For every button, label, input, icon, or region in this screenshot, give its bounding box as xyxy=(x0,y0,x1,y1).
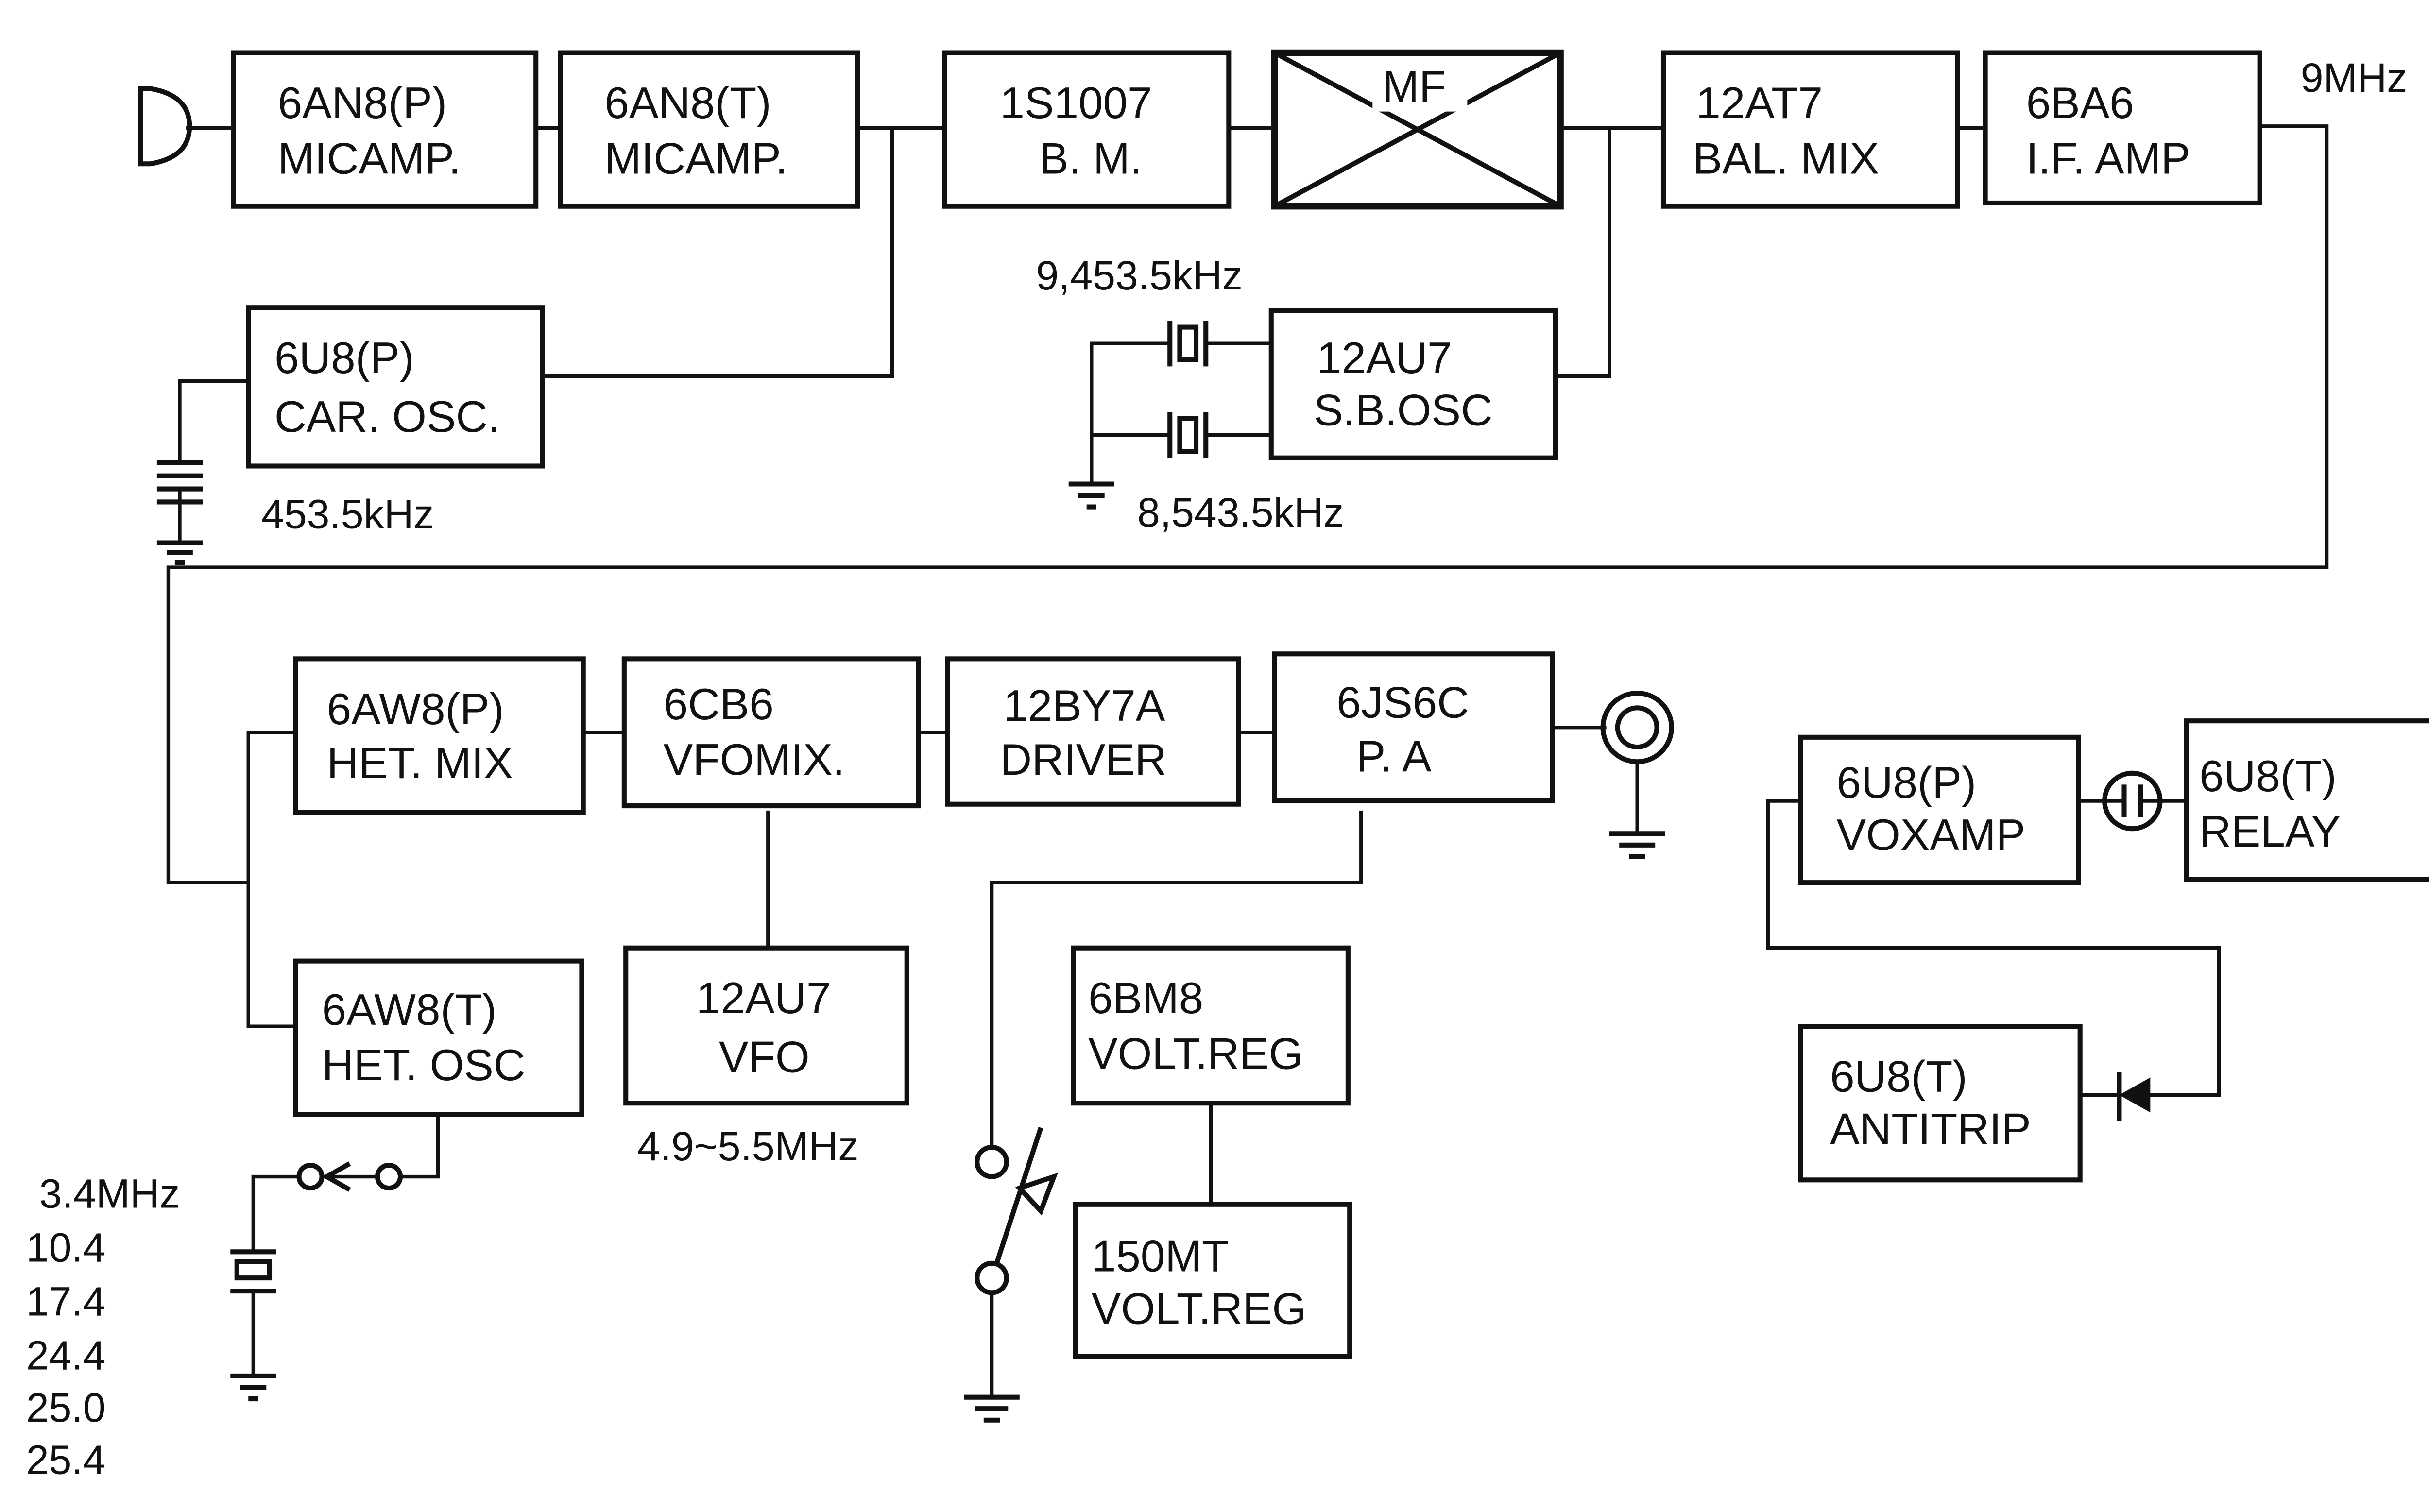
block-label-line2: P. A xyxy=(1356,732,1432,781)
block-label-line1: 6CB6 xyxy=(664,680,774,729)
het-crystal-freq: 24.4 xyxy=(26,1332,106,1378)
block-het-osc: 6AW8(T) HET. OSC xyxy=(293,958,584,1117)
ground-icon xyxy=(156,540,203,565)
microphone-icon xyxy=(138,86,192,167)
block-label-line2: VFOMIX. xyxy=(664,735,845,784)
block-antitrip: 6U8(T) ANTITRIP xyxy=(1798,1024,2083,1183)
block-balanced-mixer: 12AT7 BAL. MIX xyxy=(1660,50,1960,209)
block-if-amp: 6BA6 I.F. AMP xyxy=(1983,50,2262,206)
wire-sbosc-to-balmix xyxy=(1554,126,1611,378)
block-power-amp: 6JS6C P. A xyxy=(1272,651,1555,804)
block-label-line2: VOLT.REG xyxy=(1092,1284,1306,1333)
block-label-line2: MICAMP. xyxy=(278,134,461,183)
wire-vox-loop xyxy=(1766,799,2221,1097)
block-label-line1: 12BY7A xyxy=(1003,681,1165,731)
block-mic-amp-t: 6AN8(T) MICAMP. xyxy=(558,50,860,209)
block-mechanical-filter: MF xyxy=(1271,49,1564,210)
block-label-line1: 6AW8(T) xyxy=(322,985,497,1035)
block-label-line1: 6U8(P) xyxy=(274,334,414,383)
het-crystal-frequency-list: 3.4MHz 10.4 17.4 24.4 25.0 25.4 xyxy=(26,1171,180,1482)
vfo-range-label: 4.9~5.5MHz xyxy=(637,1123,859,1169)
crystal-icon xyxy=(1162,321,1224,367)
block-label-line1: 6AN8(T) xyxy=(604,79,771,128)
block-relay: 6U8(T) RELAY xyxy=(2184,718,2429,882)
block-label-line2: DRIVER xyxy=(1000,735,1166,784)
ground-icon xyxy=(230,1373,276,1402)
ground-icon xyxy=(1609,831,1665,859)
block-label-line1: 6AN8(P) xyxy=(278,79,447,128)
block-label-line2: I.F. AMP xyxy=(2026,134,2190,183)
block-driver: 12BY7A DRIVER xyxy=(945,656,1241,807)
block-label-line2: RELAY xyxy=(2199,807,2341,856)
block-label-line2: BAL. MIX xyxy=(1693,134,1880,183)
block-label-line2: HET. MIX xyxy=(327,739,513,788)
wire-if-output xyxy=(166,124,2329,884)
block-label-line1: 12AU7 xyxy=(1317,334,1452,383)
block-vfo: 12AU7 VFO xyxy=(623,945,909,1106)
wire-carosc-to-bm xyxy=(540,126,894,378)
het-crystal-freq: 3.4MHz xyxy=(39,1171,180,1216)
block-mic-amp-p: 6AN8(P) MICAMP. xyxy=(231,50,539,209)
wires xyxy=(166,124,2329,1399)
block-label-line1: 1S1007 xyxy=(1000,79,1152,128)
ground-icon xyxy=(964,1394,1020,1423)
block-label-line1: 12AU7 xyxy=(696,974,831,1023)
block-carrier-osc: 6U8(P) CAR. OSC. xyxy=(246,305,545,469)
block-label-line2: ANTITRIP xyxy=(1830,1104,2031,1154)
het-crystal-freq: 10.4 xyxy=(26,1224,106,1270)
block-balanced-modulator: 1S1007 B. M. xyxy=(942,50,1232,209)
crystal-icon xyxy=(156,460,203,505)
wire-switch-crystal xyxy=(251,1174,299,1254)
block-volt-reg-1: 6BM8 VOLT.REG xyxy=(1071,945,1351,1106)
block-label-line1: 6BA6 xyxy=(2026,79,2134,128)
block-label-line2: CAR. OSC. xyxy=(274,392,500,442)
capacitor-icon xyxy=(2102,770,2163,832)
block-label-line1: 6BM8 xyxy=(1088,974,1203,1023)
block-label-line2: S.B.OSC xyxy=(1314,386,1492,435)
block-sideband-osc: 12AU7 S.B.OSC xyxy=(1268,308,1558,460)
block-label-line1: 6JS6C xyxy=(1336,678,1469,727)
block-label-line2: HET. OSC xyxy=(322,1041,526,1090)
wire-hetosc-switch xyxy=(400,1113,440,1179)
block-label-line2: VOXAMP xyxy=(1837,811,2026,860)
diode-icon xyxy=(2117,1072,2151,1121)
antenna-connector-icon xyxy=(1600,690,1674,764)
block-label-line2: MICAMP. xyxy=(604,134,787,183)
block-volt-reg-2: 150MT VOLT.REG xyxy=(1073,1202,1352,1359)
block-label-line1: 6U8(T) xyxy=(1830,1053,1967,1102)
wire-pa-to-ptt xyxy=(990,810,1363,1149)
block-label-line1: 12AT7 xyxy=(1696,79,1823,128)
het-crystal-freq: 25.0 xyxy=(26,1385,106,1430)
block-label-line1: 6U8(P) xyxy=(1837,758,1977,807)
sb-crystal-lower-label: 8,543.5kHz xyxy=(1137,490,1344,535)
if-frequency-label: 9MHz xyxy=(2301,55,2408,101)
block-label-line1: 6AW8(P) xyxy=(327,685,504,734)
block-label-line2: VFO xyxy=(719,1033,810,1082)
block-label-line1: 6U8(T) xyxy=(2199,752,2337,801)
wire-sb-crystal-bus xyxy=(1090,341,1165,486)
crystal-icon xyxy=(230,1249,276,1294)
wire-carosc-crystal xyxy=(178,379,250,463)
block-vfo-mix: 6CB6 VFOMIX. xyxy=(621,656,921,809)
ground-icon xyxy=(1068,481,1114,510)
carrier-frequency-label: 453.5kHz xyxy=(261,491,434,537)
het-crystal-freq: 25.4 xyxy=(26,1437,106,1483)
wire-het-mix-in xyxy=(246,731,298,1028)
switch-icon xyxy=(296,1161,403,1192)
block-label-line1: 150MT xyxy=(1092,1232,1229,1281)
block-het-mix: 6AW8(P) HET. MIX xyxy=(293,656,586,815)
block-label-line1: MF xyxy=(1382,62,1446,111)
block-label-line2: B. M. xyxy=(1039,134,1142,183)
sb-crystal-upper-label: 9,453.5kHz xyxy=(1036,253,1242,298)
crystal-icon xyxy=(1162,412,1224,458)
het-crystal-freq: 17.4 xyxy=(26,1278,106,1324)
block-vox-amp: 6U8(P) VOXAMP xyxy=(1798,734,2081,885)
ptt-switch-icon xyxy=(975,1127,1058,1295)
block-label-line2: VOLT.REG xyxy=(1088,1030,1303,1079)
